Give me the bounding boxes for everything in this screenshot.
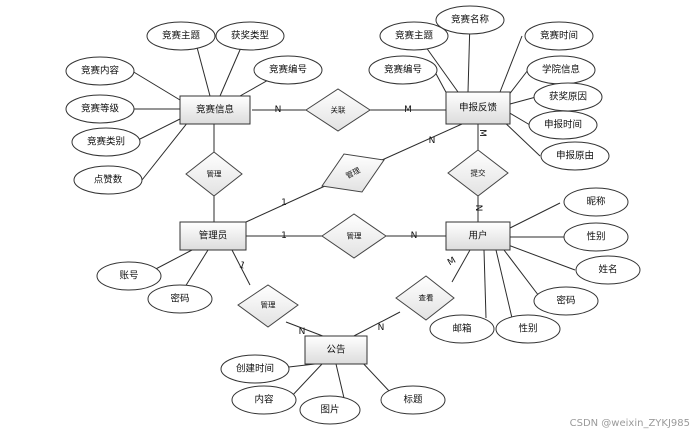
attributes: 竞赛主题 获奖类型 竞赛编号 竞赛内容 竞赛等级 竞赛类别 点赞数 竞赛名称 竞… [65, 5, 641, 425]
relationship-label: 管理 [207, 169, 222, 179]
attribute-feedback-code: 竞赛编号 [368, 55, 438, 85]
attribute-competition-content: 竞赛内容 [65, 56, 135, 86]
relationship-admin-user: 管理 [321, 213, 387, 259]
attribute-label: 性别 [518, 323, 537, 335]
attribute-user-password: 密码 [533, 286, 599, 316]
relationships: 关联 管理 管理 提交 管理 管理 查看 [185, 88, 509, 328]
attribute-label: 性别 [586, 231, 605, 243]
attribute-admin-password: 密码 [147, 284, 213, 314]
attribute-award-type: 获奖类型 [215, 21, 285, 51]
cardinality-label: M [404, 105, 412, 115]
attribute-label: 标题 [403, 394, 423, 406]
attribute-email: 邮箱 [429, 314, 495, 344]
attribute-clicks: 点赞数 [73, 165, 143, 195]
attribute-award-reason: 获奖原因 [533, 82, 603, 112]
attribute-label: 竞赛内容 [81, 65, 120, 77]
attribute-feedback-name: 竞赛名称 [435, 5, 505, 35]
entity-label: 管理员 [199, 230, 228, 242]
attribute-gender: 性别 [563, 222, 629, 252]
relationship-label: 管理 [347, 231, 362, 241]
relationship-label: 查看 [419, 293, 434, 303]
attribute-label: 获奖原因 [549, 91, 587, 103]
entity-competition-info: 竞赛信息 [179, 95, 251, 125]
attribute-apply-reason: 申报原由 [540, 141, 610, 171]
relationship-admin-feedback: 管理 [321, 153, 385, 193]
attribute-label: 点赞数 [94, 174, 123, 186]
attribute-label: 昵称 [586, 196, 606, 208]
attribute-competition-category: 竞赛类别 [71, 127, 141, 157]
attribute-notice-content: 内容 [231, 385, 297, 415]
attribute-apply-time: 申报时间 [528, 110, 598, 140]
attribute-label: 学院信息 [542, 64, 580, 76]
attribute-label: 竞赛主题 [162, 30, 201, 42]
cardinality-label: N [473, 205, 483, 212]
attribute-label: 竞赛等级 [81, 103, 120, 115]
attribute-label: 邮箱 [452, 323, 471, 335]
attribute-label: 竞赛时间 [540, 30, 578, 42]
entity-label: 用户 [468, 230, 487, 242]
relationship-label: 提交 [471, 168, 486, 178]
attribute-label: 图片 [320, 404, 339, 416]
attribute-create-time: 创建时间 [220, 354, 290, 384]
attribute-competition-level: 竞赛等级 [65, 94, 135, 124]
attribute-feedback-topic: 竞赛主题 [379, 21, 449, 51]
attribute-gender-2: 性别 [495, 314, 561, 344]
attribute-label: 创建时间 [236, 363, 274, 375]
cardinality-label: N [378, 323, 385, 333]
attribute-label: 竞赛名称 [451, 14, 490, 26]
attribute-label: 竞赛主题 [395, 30, 434, 42]
cardinality-label: M [477, 129, 487, 137]
cardinality-label: N [275, 105, 282, 115]
attribute-user-name: 姓名 [575, 255, 641, 285]
relationship-label: 关联 [331, 105, 346, 115]
cardinality-label: 1 [281, 231, 287, 241]
attribute-label: 密码 [170, 293, 189, 305]
entity-admin: 管理员 [179, 221, 247, 251]
attribute-label: 申报时间 [544, 119, 582, 131]
attribute-label: 竞赛类别 [87, 136, 125, 148]
attribute-label: 内容 [254, 394, 274, 406]
attribute-label: 获奖类型 [231, 30, 270, 42]
entity-label: 申报反馈 [459, 102, 498, 114]
relationship-admin-info: 管理 [185, 151, 243, 197]
attribute-notice-image: 图片 [299, 395, 361, 425]
relationship-chakan: 查看 [395, 275, 455, 321]
attribute-label: 密码 [556, 295, 575, 307]
attribute-competition-topic: 竞赛主题 [146, 21, 216, 51]
attribute-nickname: 昵称 [563, 187, 629, 217]
cardinality-label: N [411, 231, 418, 241]
cardinality-label: N [429, 136, 436, 146]
attribute-admin-account: 账号 [96, 261, 162, 291]
attribute-label: 竞赛编号 [384, 64, 422, 76]
attribute-label: 账号 [119, 271, 138, 282]
entity-user: 用户 [445, 221, 511, 251]
entity-label: 竞赛信息 [196, 104, 234, 116]
watermark: CSDN @weixin_ZYKJ985 [570, 418, 690, 429]
attribute-label: 申报原由 [556, 150, 594, 162]
entity-report-feedback: 申报反馈 [445, 91, 511, 125]
attribute-student-info: 学院信息 [526, 55, 596, 85]
cardinality-label: 1 [238, 260, 247, 271]
attribute-feedback-time: 竞赛时间 [524, 21, 594, 51]
relationship-label: 管理 [261, 300, 276, 310]
entities: 竞赛信息 申报反馈 管理员 用户 公告 [179, 91, 511, 365]
entity-notice: 公告 [304, 335, 368, 365]
relationship-tijiao: 提交 [447, 149, 509, 197]
cardinality-label: M [446, 256, 458, 269]
relationship-guanlian: 关联 [305, 88, 371, 132]
attribute-notice-title: 标题 [380, 385, 446, 415]
attribute-label: 姓名 [598, 264, 617, 276]
attribute-competition-code: 竞赛编号 [253, 55, 323, 85]
cardinality-label: 1 [281, 198, 287, 208]
attribute-label: 竞赛编号 [269, 64, 307, 76]
relationship-admin-notice: 管理 [237, 284, 299, 328]
connector-lines [131, 19, 576, 399]
entity-label: 公告 [326, 344, 345, 356]
cardinalities: N M N 1 M N 1 N 1 N N M [238, 105, 487, 337]
cardinality-label: N [299, 327, 306, 337]
